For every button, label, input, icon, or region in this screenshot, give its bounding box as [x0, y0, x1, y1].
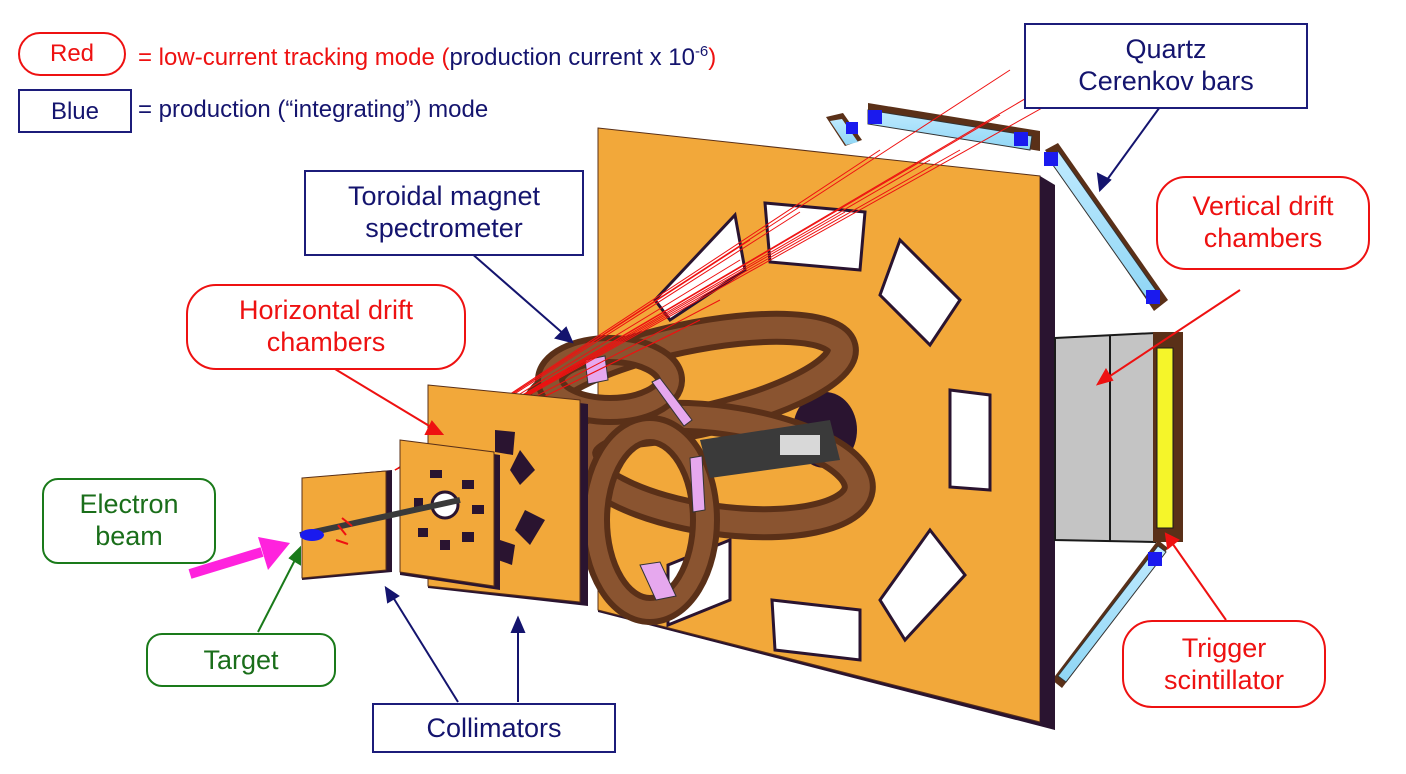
quartz-bar-upper-right — [1044, 143, 1168, 311]
label-quartz-line2: Cerenkov bars — [1078, 66, 1254, 96]
label-quartz-cerenkov-bars: Quartz Cerenkov bars — [1024, 23, 1308, 109]
trigger-scintillator — [1153, 332, 1183, 542]
quartz-bar-lower-right — [1052, 540, 1168, 688]
legend-blue-description: = production (“integrating”) mode — [138, 96, 489, 123]
electron-beam-arrow — [188, 537, 290, 579]
target-plate — [299, 470, 461, 580]
label-hdc-line2: chambers — [266, 327, 386, 357]
label-toroidal-line2: spectrometer — [365, 213, 523, 243]
label-trigger-line2: scintillator — [1163, 665, 1285, 695]
label-collimators: Collimators — [372, 703, 616, 753]
collimator-middle — [399, 439, 500, 590]
legend-red-key: Red — [18, 32, 126, 76]
label-trigger-scintillator: Trigger scintillator — [1122, 620, 1326, 708]
label-hdc-line1: Horizontal drift — [238, 295, 414, 325]
label-trigger-line1: Trigger — [1181, 633, 1267, 663]
magnet-supports — [584, 355, 706, 601]
label-vertical-drift-chambers: Vertical drift chambers — [1156, 176, 1370, 270]
label-toroidal-magnet: Toroidal magnet spectrometer — [304, 170, 584, 256]
vertical-drift-chambers — [1054, 331, 1156, 544]
label-quartz-line1: Quartz — [1125, 34, 1207, 64]
legend-red-description: = low-current tracking mode (production … — [138, 38, 716, 72]
label-vdc-line1: Vertical drift — [1192, 191, 1334, 221]
label-beam-line1: Electron — [79, 489, 179, 519]
legend-red-text: = low-current tracking mode ( — [138, 44, 450, 71]
label-vdc-line2: chambers — [1203, 223, 1323, 253]
legend-exponent: -6 — [694, 43, 709, 60]
quartz-bar-top — [867, 103, 1040, 151]
quartz-bar-upper-left — [826, 113, 862, 146]
beam-pipe — [700, 420, 840, 478]
legend-blue-key: Blue — [18, 89, 132, 133]
label-horizontal-drift-chambers: Horizontal drift chambers — [186, 284, 466, 370]
legend-close-paren: ) — [708, 44, 717, 71]
label-toroidal-line1: Toroidal magnet — [347, 181, 541, 211]
label-electron-beam: Electron beam — [42, 478, 216, 564]
label-target: Target — [146, 633, 336, 687]
legend-production-current: production current x 10 — [449, 44, 695, 71]
callout-arrows — [257, 99, 1241, 703]
label-beam-line2: beam — [95, 521, 163, 551]
